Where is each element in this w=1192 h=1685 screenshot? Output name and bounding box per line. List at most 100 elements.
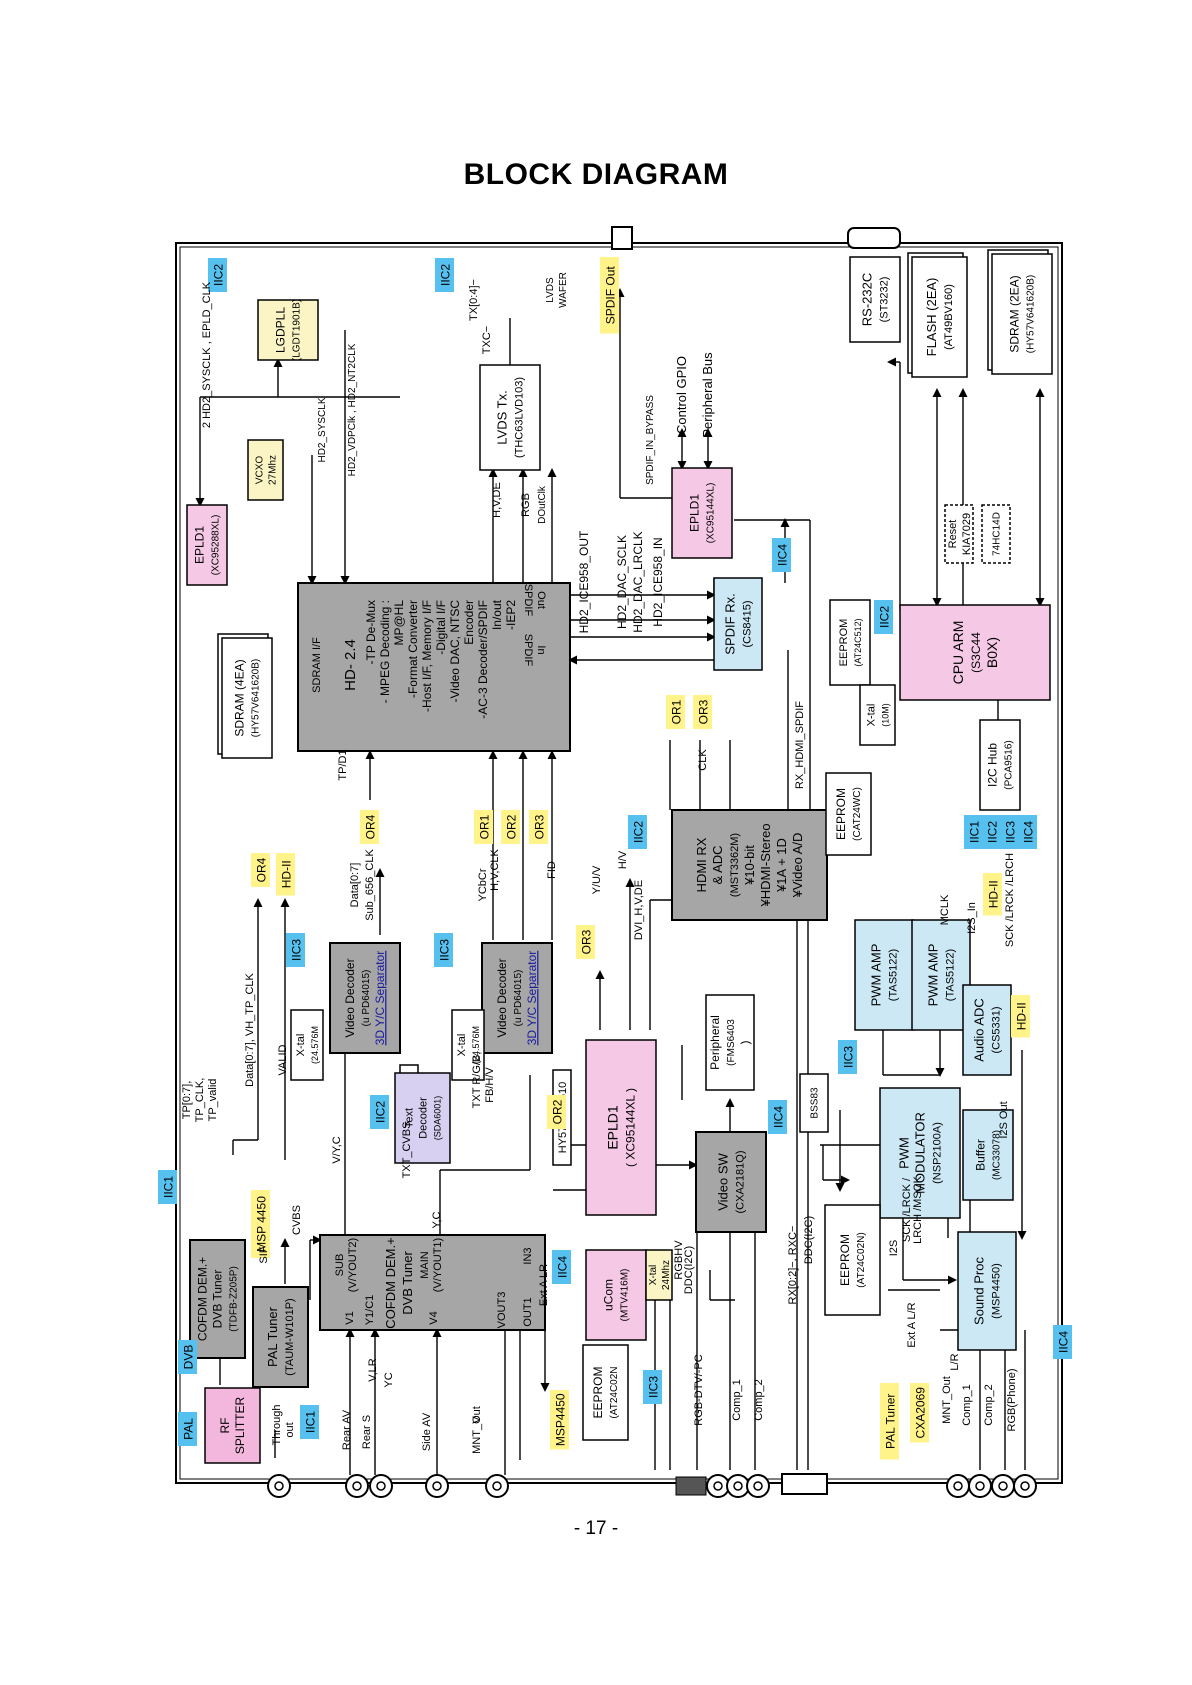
tag-text-or1: OR1 bbox=[478, 814, 492, 839]
signal-label-11: Control GPIO bbox=[674, 356, 689, 434]
audio-adc-block: Audio ADC (CS5331) bbox=[962, 984, 1012, 1076]
hd-item-8: -AC-3 Decoder/SPDIF bbox=[476, 600, 490, 719]
peripheral-label-2: ) bbox=[738, 1041, 752, 1045]
tag-text-iic4: IIC4 bbox=[1057, 1331, 1071, 1353]
hd-item-10: -IEP2 bbox=[504, 600, 518, 630]
signal-label-22: H,V,CLK bbox=[489, 848, 501, 890]
tag-text-dvb: DVB bbox=[182, 1345, 196, 1370]
lgdpll-block: LGDPLL(LGDT1901B) bbox=[257, 299, 319, 361]
ucom-label-1: (MTV416M) bbox=[620, 1269, 631, 1322]
eeprom-cat24wc-label-1: (CAT24WC) bbox=[852, 787, 863, 841]
eeprom-at24c02n-1-label-0: EEPROM bbox=[838, 1234, 852, 1286]
audio-adc-label-1: (CS5331) bbox=[991, 1006, 1003, 1053]
pal-tuner-block: PAL Tuner(TAUM-W101P) bbox=[252, 1286, 309, 1388]
tag-text-hd2: HD-II bbox=[280, 860, 294, 888]
signal-label-46: LRCH /MSCK bbox=[912, 1175, 924, 1244]
xtal-10m-label-0: X-tal bbox=[865, 704, 877, 727]
jack-connector-3 bbox=[425, 1474, 449, 1498]
signal-label-10: SPDIF_IN_BYPASS bbox=[645, 395, 656, 485]
i2c-hub-block: I2C Hub(PCA9516) bbox=[979, 719, 1021, 811]
signal-label-59: Rear AV bbox=[341, 1409, 353, 1450]
eeprom-at24c02n-2-label-0: EEPROM bbox=[591, 1366, 605, 1418]
signal-label-1: HD2_SYSCLK bbox=[317, 397, 328, 462]
pal-tuner-label-1: (TAUM-W101P) bbox=[284, 1298, 296, 1375]
audio-adc-label-0: Audio ADC bbox=[972, 998, 987, 1062]
signal-label-13: HD2_ICE958_OUT bbox=[577, 530, 591, 633]
tag-iic2-6: IIC2 bbox=[628, 815, 647, 849]
vdec2-label-0: Video Decoder bbox=[495, 958, 509, 1037]
signal-lines bbox=[195, 288, 1045, 1475]
tag-or3-15: OR3 bbox=[576, 925, 595, 959]
tag-text-pal_tuner: PAL Tuner bbox=[884, 1394, 898, 1449]
tag-text-iic4: IIC4 bbox=[772, 1106, 786, 1128]
tag-text-or2: OR2 bbox=[505, 814, 519, 839]
eeprom-at24c512-label-0: EEPROM bbox=[838, 619, 850, 667]
signal-label-20: Sub_656_CLK bbox=[364, 849, 376, 921]
ic-74hc14d-label-0: 74HC14D bbox=[992, 512, 1003, 556]
tag-iic1-34: IIC1 bbox=[300, 1405, 319, 1439]
tag-iic4-2: IIC4 bbox=[772, 538, 791, 572]
xtal-2-label-0: X-tal bbox=[456, 1034, 468, 1057]
signal-label-33: TXT R/G/B, bbox=[471, 1052, 483, 1109]
signal-label-65: Comp_2 bbox=[753, 1379, 765, 1421]
av-sw-pin-in3: IN3 bbox=[522, 1247, 534, 1264]
hd-item-2: MP@HL bbox=[392, 600, 406, 646]
tag-or2-24: OR2 bbox=[547, 1095, 566, 1129]
spdif-rx-label-0: SPDIF Rx. bbox=[723, 593, 738, 654]
tag-iic4-28: IIC4 bbox=[552, 1250, 571, 1284]
xtal-2-label-1: (24.576M bbox=[471, 1026, 481, 1064]
signal-label-2: HD2_VDPClk , HD2_NT2CLK bbox=[347, 343, 358, 476]
signal-label-5: LVDS bbox=[545, 277, 556, 303]
pwm-amp-2-block: PWM AMP(TAS5122) bbox=[911, 919, 971, 1031]
peripheral-label-0: Peripheral bbox=[708, 1015, 722, 1070]
epld1-top-label-0: EPLD1 bbox=[193, 526, 207, 564]
tag-text-cxa2069: CXA2069 bbox=[914, 1387, 928, 1439]
signal-label-53: Ext A LR bbox=[538, 1264, 550, 1306]
hdmi-rx-label-3: ¥10-bit bbox=[742, 845, 757, 886]
xtal-2-block: X-tal(24.576M bbox=[451, 1009, 485, 1081]
eeprom-cat24wc-label-0: EEPROM bbox=[834, 788, 848, 840]
signal-label-50: DDC(I2C) bbox=[683, 1246, 695, 1294]
signal-label-69: RGB(Phone) bbox=[1006, 1369, 1018, 1432]
epld1-bot-label-1: ( XC95144XL ) bbox=[623, 1088, 637, 1167]
sound-proc-block: Sound Proc(MSP4450) bbox=[957, 1231, 1017, 1351]
jack-connector-1 bbox=[345, 1474, 369, 1498]
tag-or2-9: OR2 bbox=[501, 810, 520, 844]
tag-iic4-19: IIC4 bbox=[1018, 815, 1037, 849]
jack-connector-8 bbox=[946, 1474, 970, 1498]
signal-label-18: TP/D1 bbox=[337, 749, 349, 780]
tag-msp4450-33: MSP4450 bbox=[550, 1390, 569, 1450]
signal-label-27: Y/U/V bbox=[591, 865, 603, 894]
tag-text-iic4: IIC4 bbox=[556, 1256, 570, 1278]
xtal-24m-label-0: X-tal bbox=[648, 1265, 659, 1286]
lgdpll-label-0: LGDPLL bbox=[274, 307, 288, 353]
pwm-mod-label-0: PWM bbox=[897, 1137, 912, 1169]
page-title: BLOCK DIAGRAM bbox=[463, 158, 729, 191]
tag-iic3-29: IIC3 bbox=[643, 1370, 662, 1404]
text-decoder-label-0: Text bbox=[403, 1108, 415, 1128]
tag-text-or1: OR1 bbox=[670, 699, 684, 724]
xtal-1-label-1: (24.576M bbox=[310, 1026, 320, 1064]
i2c-hub-label-1: (PCA9516) bbox=[1004, 740, 1015, 789]
signal-label-56: V bbox=[471, 1416, 483, 1424]
signal-label-62: MNT_Out bbox=[471, 1406, 483, 1454]
hd-spdif-in-2: In bbox=[535, 645, 547, 654]
tag-or3-5: OR3 bbox=[693, 695, 712, 729]
tag-iic2-3: IIC2 bbox=[874, 600, 893, 634]
epld1-top-block: EPLD1(XC95288XL) bbox=[186, 504, 228, 586]
video-sw-block: Video SW(CXA2181Q) bbox=[695, 1131, 767, 1233]
tag-text-or3: OR3 bbox=[580, 929, 594, 954]
tag-text-or4: OR4 bbox=[255, 857, 269, 882]
epld1-bot-label-0: EPLD1 bbox=[604, 1105, 620, 1150]
text-decoder-label-2: (SDA6001) bbox=[432, 1096, 442, 1141]
bss83-label-0: BSS83 bbox=[810, 1087, 821, 1119]
signal-label-40: MCLK bbox=[939, 894, 951, 925]
sdram-4ea-block: SDRAM (4EA)(HY57V641620B) bbox=[217, 633, 273, 759]
tag-text-msp4450: MSP4450 bbox=[554, 1393, 568, 1446]
hd-spdif-out-2: Out bbox=[535, 591, 547, 609]
tag-iic4-30: IIC4 bbox=[1053, 1325, 1072, 1359]
ic-74hc14d-block: 74HC14D bbox=[981, 504, 1011, 564]
